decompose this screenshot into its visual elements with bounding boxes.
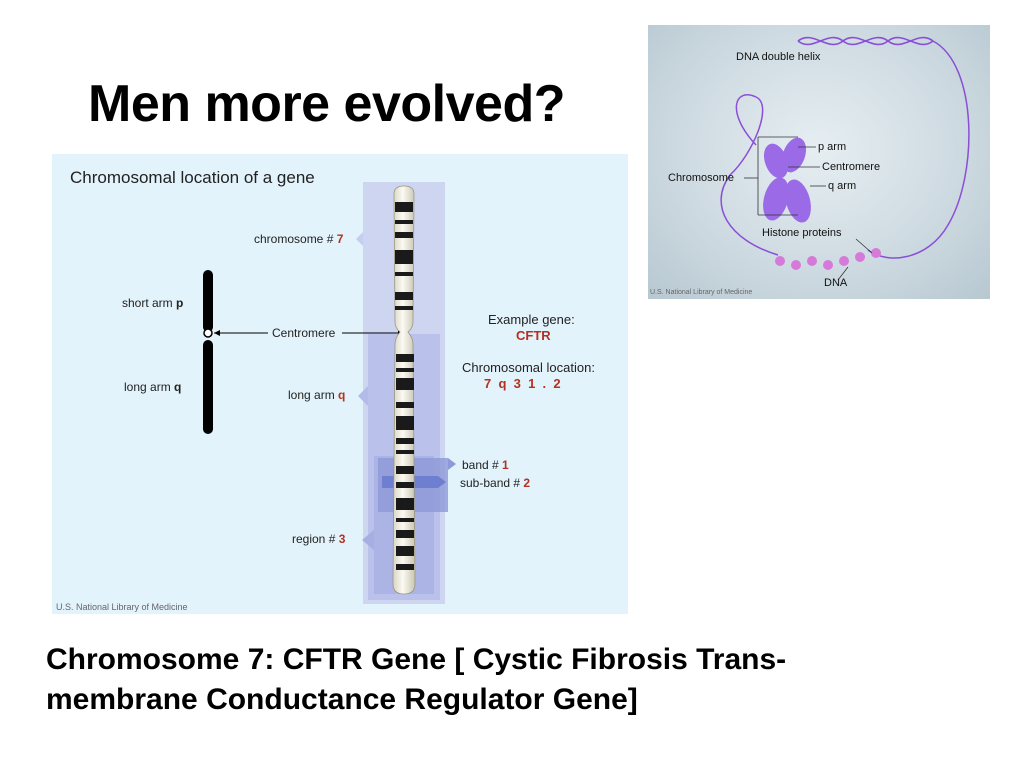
credit-text: U.S. National Library of Medicine [56, 602, 188, 612]
caption-line-1: Chromosome 7: CFTR Gene [ Cystic Fibrosi… [46, 643, 787, 676]
label-leader-lines [744, 136, 873, 281]
centromere-label: Centromere [272, 326, 336, 340]
diagram-heading: Chromosomal location of a gene [70, 168, 315, 187]
caption-line-2: membrane Conductance Regulator Gene] [46, 683, 638, 716]
dna-chromosome-photo: DNA double helix p arm Centromere Chromo… [648, 25, 990, 299]
dna-strand-left [720, 94, 779, 256]
example-gene-name: CFTR [516, 328, 551, 343]
chromosome-pointer [356, 232, 363, 246]
long-arm-bar [203, 340, 213, 434]
p-arm-label: p arm [818, 141, 847, 153]
subband-label: sub-band # 2 [460, 476, 531, 490]
long-arm-q-label: long arm q [288, 388, 346, 402]
long-arm-pointer [358, 386, 368, 406]
chromosome-bands [395, 202, 414, 570]
long-arm-label: long arm q [124, 380, 182, 394]
chromosome-number-label: chromosome # 7 [254, 232, 344, 246]
chromosome-illustration [203, 182, 456, 604]
band-pointer [448, 458, 456, 470]
example-gene-label: Example gene: [488, 312, 575, 327]
region-pointer [362, 530, 374, 550]
short-arm-label: short arm p [122, 296, 184, 310]
dna-illustration [720, 36, 970, 281]
chromosome-location-diagram: Chromosomal location of a gene short arm… [52, 154, 628, 614]
slide-caption: Chromosome 7: CFTR Gene [ Cystic Fibrosi… [46, 640, 976, 720]
dna-strand-right [867, 40, 970, 259]
chromosomal-location-value: 7 q 3 1 . 2 [484, 376, 561, 391]
double-helix [797, 36, 934, 46]
q-arm-label: q arm [828, 180, 857, 192]
histone-proteins-label: Histone proteins [762, 227, 842, 239]
band-label: band # 1 [462, 458, 509, 472]
photo-credit-text: U.S. National Library of Medicine [650, 289, 753, 296]
centromere-photo-label: Centromere [822, 161, 881, 173]
short-arm-bar [203, 270, 213, 332]
slide-title: Men more evolved? [88, 75, 565, 133]
x-chromosome [763, 137, 811, 223]
dna-label: DNA [824, 277, 848, 289]
dna-double-helix-label: DNA double helix [736, 51, 821, 63]
chromosomal-location-label: Chromosomal location: [462, 360, 595, 375]
chromosome-photo-label: Chromosome [668, 172, 735, 184]
region-label: region # 3 [292, 532, 346, 546]
centromere-dot [203, 328, 213, 338]
histone-beads [775, 248, 881, 270]
